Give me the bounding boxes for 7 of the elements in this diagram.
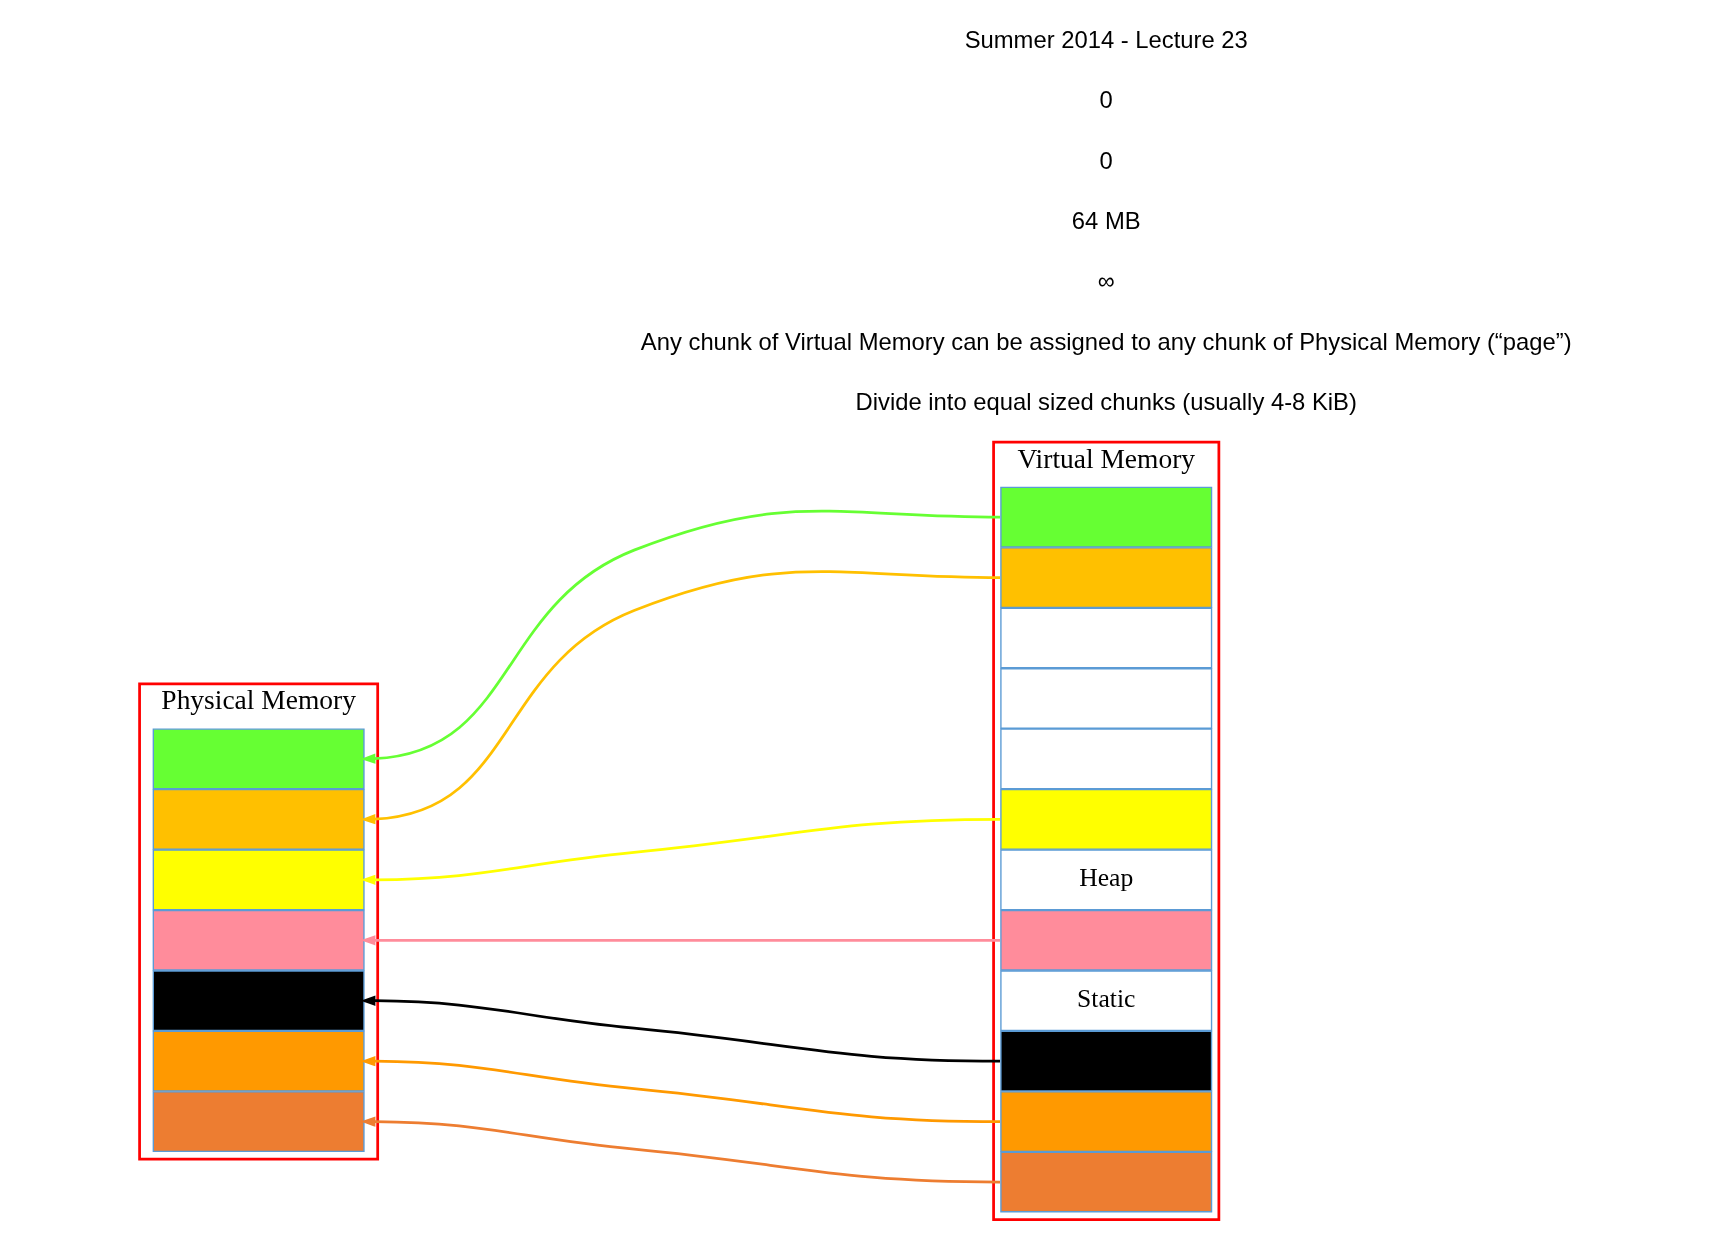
label: ∞ bbox=[1097, 267, 1115, 295]
label: Divide into equal sized chunks (usually 4-8 KiB) bbox=[855, 388, 1357, 416]
label: Any chunk of Virtual Memory can be assigned to any chunk of Physical Memory (“page”) bbox=[640, 327, 1572, 355]
label: 0 bbox=[1099, 86, 1113, 114]
label: Summer 2014 - Lecture 23 bbox=[964, 25, 1248, 53]
label: 64 MB bbox=[1071, 206, 1141, 234]
label: 0 bbox=[1099, 146, 1113, 174]
